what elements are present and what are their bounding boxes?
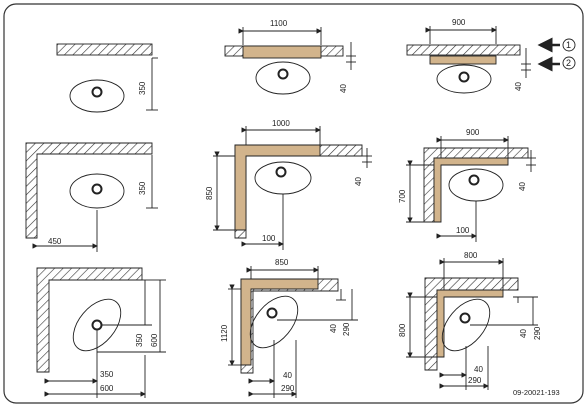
dim-label: 350 — [135, 333, 144, 347]
dim-label: 40 — [283, 371, 292, 380]
dim-label: 290 — [468, 376, 482, 385]
dim-label: 100 — [456, 226, 470, 235]
marker-2-label: 2 — [566, 58, 571, 68]
dim-label: 40 — [329, 324, 338, 333]
panel-r2c3: 900 700 40 100 — [398, 128, 536, 242]
figure-id: 09-20021-193 — [513, 388, 560, 397]
dim-label: 1000 — [272, 119, 290, 128]
dim-label: 290 — [342, 322, 351, 336]
wall-top — [406, 44, 521, 56]
panel-r2c1: 350 450 — [25, 142, 158, 252]
heater-ellipse — [249, 295, 299, 349]
dim-label: 600 — [150, 333, 159, 347]
panel-r1c1: 350 — [56, 43, 158, 113]
dim-label: 700 — [398, 189, 407, 203]
dim-label: 40 — [514, 82, 523, 91]
dim-label: 450 — [48, 237, 62, 246]
dim-label: 350 — [100, 370, 114, 379]
dim-label: 1100 — [270, 19, 288, 28]
heater-ellipse — [436, 64, 492, 94]
dim-label: 900 — [466, 128, 480, 137]
heater-outlet — [468, 174, 480, 186]
dim-label: 350 — [138, 181, 147, 195]
panel-r3c3: 800 800 40 290 40 290 — [398, 251, 542, 390]
heater-ellipse — [255, 61, 311, 95]
outer-frame — [3, 3, 584, 404]
panel-r2c2: 1000 850 40 100 — [205, 119, 372, 250]
dim-label: 40 — [519, 329, 528, 338]
dim-label: 40 — [474, 365, 483, 374]
panel-r1c2: 1100 40 — [224, 19, 356, 95]
heater-outlet — [459, 312, 471, 324]
dim-label: 800 — [398, 323, 407, 337]
heater-outlet — [91, 86, 103, 98]
wall-top — [56, 43, 153, 56]
panel-r3c2: 850 1120 40 290 40 290 — [220, 258, 358, 398]
wood-panel — [234, 144, 321, 231]
marker-1-icon — [562, 38, 576, 52]
wood-panel — [242, 45, 322, 59]
dim-label: 290 — [533, 326, 542, 340]
wall-corner — [36, 267, 143, 373]
dim-label: 100 — [262, 234, 276, 243]
heater-outlet — [91, 183, 103, 195]
dim-label: 800 — [464, 251, 478, 260]
dim-label: 1120 — [220, 324, 229, 342]
wood-panel — [433, 157, 509, 223]
heater-ellipse — [441, 298, 491, 352]
wood-panel — [436, 289, 504, 358]
dim-label: 40 — [354, 177, 363, 186]
heater-ellipse — [254, 161, 312, 195]
dim-label: 40 — [339, 84, 348, 93]
heater-ellipse — [72, 298, 122, 352]
heater-ellipse — [69, 173, 125, 209]
wall-corner — [240, 278, 339, 374]
dim-label: 600 — [100, 384, 114, 393]
heater-outlet — [275, 166, 287, 178]
wood-panel — [429, 55, 497, 65]
heater-outlet — [266, 307, 278, 319]
panel-r3c1: 350 600 350 600 — [36, 267, 166, 398]
marker-1-label: 1 — [566, 40, 571, 50]
dim-label: 290 — [281, 384, 295, 393]
wall-corner — [25, 142, 153, 239]
dim-label: 350 — [138, 81, 147, 95]
heater-outlet — [277, 68, 289, 80]
heater-outlet — [91, 319, 103, 331]
dim-label: 900 — [452, 18, 466, 27]
dim-label: 40 — [518, 182, 527, 191]
dim-label: 850 — [205, 186, 214, 200]
heater-ellipse — [69, 79, 125, 113]
dim-label: 850 — [275, 258, 289, 267]
heater-outlet — [458, 71, 470, 83]
marker-2-icon — [562, 56, 576, 70]
panel-r1c3: 900 40 1 2 — [406, 18, 576, 94]
